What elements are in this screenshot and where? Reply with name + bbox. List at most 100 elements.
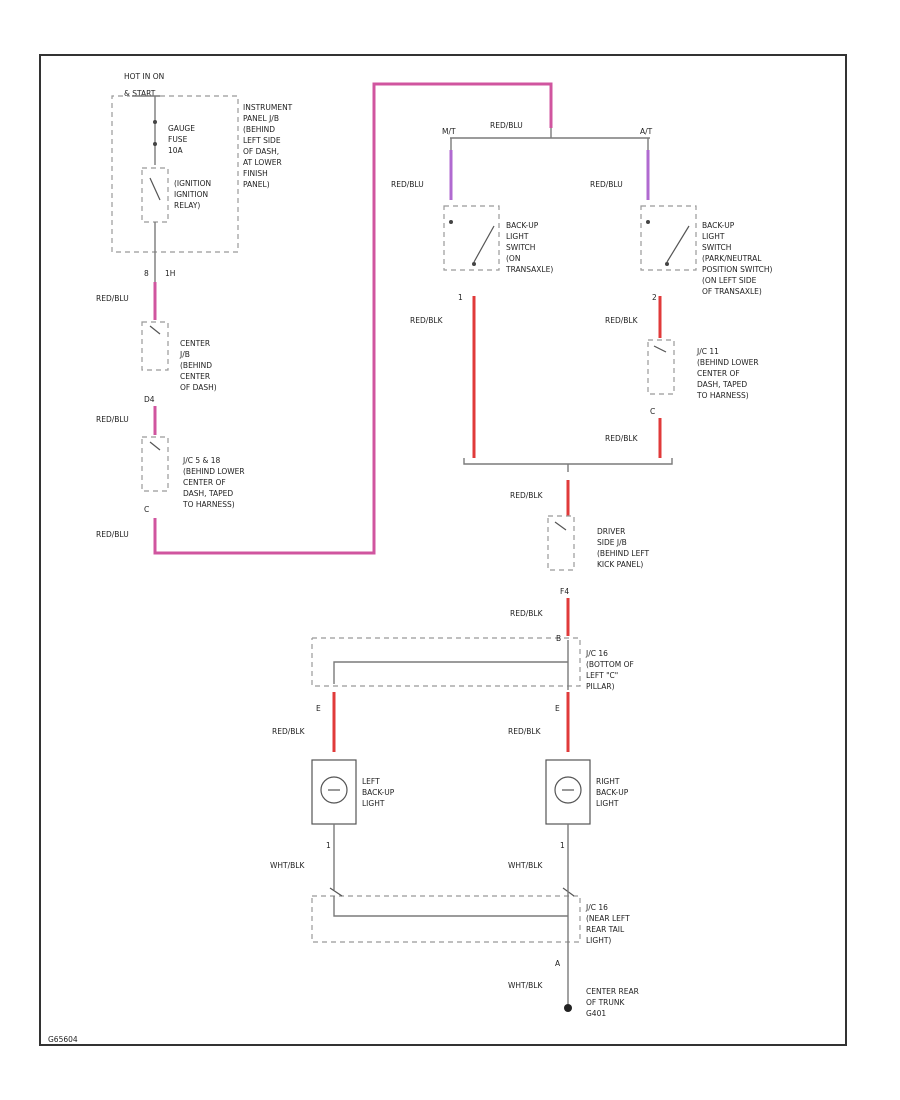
svg-text:CENTER: CENTER (180, 372, 210, 381)
pin-d4-label: D4 (144, 395, 155, 404)
svg-text:G401: G401 (586, 1009, 606, 1018)
svg-text:OF TRUNK: OF TRUNK (586, 998, 625, 1007)
svg-text:OF TRANSAXLE): OF TRANSAXLE) (702, 287, 762, 296)
jc16-bottom-label: J/C 16 (NEAR LEFT REAR TAIL LIGHT) (585, 903, 630, 945)
jc16-top-bus (333, 661, 568, 684)
pin-c-label: C (144, 505, 149, 514)
svg-text:TO HARNESS): TO HARNESS) (696, 391, 749, 400)
svg-text:DASH, TAPED: DASH, TAPED (183, 489, 233, 498)
at-pin-2-label: 2 (652, 293, 657, 302)
svg-text:SIDE J/B: SIDE J/B (597, 538, 627, 547)
svg-text:DASH, TAPED: DASH, TAPED (697, 380, 747, 389)
svg-text:J/C 16: J/C 16 (585, 903, 608, 912)
svg-text:LEFT SIDE: LEFT SIDE (243, 136, 281, 145)
svg-text:LIGHT): LIGHT) (586, 936, 611, 945)
mt-label: M/T (442, 127, 456, 136)
at-wire-red-blk-label-2: RED/BLK (605, 434, 639, 443)
svg-text:BACK-UP: BACK-UP (596, 788, 629, 797)
svg-text:TRANSAXLE): TRANSAXLE) (505, 265, 553, 274)
ground-label: CENTER REAR OF TRUNK G401 (586, 987, 639, 1018)
svg-text:(ON: (ON (506, 254, 520, 263)
svg-text:LEFT "C": LEFT "C" (586, 671, 618, 680)
svg-text:CENTER OF: CENTER OF (697, 369, 740, 378)
svg-text:POSITION SWITCH): POSITION SWITCH) (702, 265, 772, 274)
ignition-relay-label: (IGNITION IGNITION RELAY) (174, 179, 211, 210)
right-bulb (554, 776, 582, 804)
merge-bus (463, 458, 673, 465)
svg-text:J/C 5 & 18: J/C 5 & 18 (182, 456, 221, 465)
svg-text:DRIVER: DRIVER (597, 527, 625, 536)
at-wire-label: RED/BLU (590, 180, 623, 189)
right-backup-light-label: RIGHT BACK-UP LIGHT (596, 777, 629, 808)
wire-red-blk-center-label-1: RED/BLK (510, 491, 544, 500)
pin-a-label: A (555, 959, 561, 968)
wire-wht-blk-ground-label: WHT/BLK (508, 981, 543, 990)
driver-jb-box (547, 515, 575, 571)
svg-text:(BEHIND: (BEHIND (180, 361, 212, 370)
svg-text:LEFT: LEFT (362, 777, 380, 786)
ip-jb-box (111, 95, 239, 253)
svg-text:BACK-UP: BACK-UP (506, 221, 539, 230)
mt-wire-red-blk-label: RED/BLK (410, 316, 444, 325)
mt-switch-blade (473, 225, 495, 263)
svg-text:J/B: J/B (179, 350, 190, 359)
pin-1-left-label: 1 (326, 841, 331, 850)
svg-text:KICK PANEL): KICK PANEL) (597, 560, 643, 569)
svg-text:LIGHT: LIGHT (702, 232, 725, 241)
mt-switch-box (443, 205, 500, 271)
svg-text:TO HARNESS): TO HARNESS) (182, 500, 235, 509)
fuse-label: GAUGE FUSE 10A (168, 124, 195, 155)
svg-text:OF DASH): OF DASH) (180, 383, 217, 392)
at-switch-top-terminal (646, 220, 650, 224)
svg-text:AT LOWER: AT LOWER (243, 158, 282, 167)
wire-red-blu-main-run (153, 82, 553, 555)
wire-label-red-blu-1: RED/BLU (96, 294, 129, 303)
svg-text:(BEHIND: (BEHIND (243, 125, 275, 134)
svg-text:(BEHIND LEFT: (BEHIND LEFT (597, 549, 650, 558)
svg-text:10A: 10A (168, 146, 184, 155)
jc-5-18-label: J/C 5 & 18 (BEHIND LOWER CENTER OF DASH,… (182, 456, 245, 509)
svg-text:(BEHIND LOWER: (BEHIND LOWER (183, 467, 245, 476)
svg-text:CENTER REAR: CENTER REAR (586, 987, 639, 996)
svg-text:FINISH: FINISH (243, 169, 268, 178)
fuse-terminal-top (153, 120, 157, 124)
svg-text:(BEHIND LOWER: (BEHIND LOWER (697, 358, 759, 367)
at-pin-c-label: C (650, 407, 655, 416)
svg-text:SWITCH: SWITCH (702, 243, 731, 252)
svg-text:FUSE: FUSE (168, 135, 188, 144)
svg-text:OF DASH,: OF DASH, (243, 147, 279, 156)
pin-b-label: B (556, 634, 561, 643)
mt-switch-bottom-terminal (472, 262, 476, 266)
pin-f4-label: F4 (560, 587, 569, 596)
power-source-label-2: & START (124, 89, 156, 98)
pin-e-left-label: E (316, 704, 321, 713)
wire-label-red-blu-top: RED/BLU (490, 121, 523, 130)
mt-wire-label: RED/BLU (391, 180, 424, 189)
at-switch-label: BACK-UP LIGHT SWITCH (PARK/NEUTRAL POSIT… (702, 221, 772, 296)
center-jb-jumper (149, 325, 161, 335)
power-source-label: HOT IN ON (124, 72, 164, 81)
svg-text:(ON LEFT SIDE: (ON LEFT SIDE (702, 276, 757, 285)
jc-11-jumper (653, 345, 667, 353)
at-switch-bottom-terminal (665, 262, 669, 266)
svg-text:RELAY): RELAY) (174, 201, 200, 210)
left-backup-light (311, 759, 357, 825)
at-switch-box (640, 205, 697, 271)
jc-5-18-jumper (149, 441, 161, 451)
center-jb-label: CENTER J/B (BEHIND CENTER OF DASH) (179, 339, 217, 392)
svg-text:LIGHT: LIGHT (506, 232, 529, 241)
svg-text:INSTRUMENT: INSTRUMENT (243, 103, 293, 112)
pin-1-right-label: 1 (560, 841, 565, 850)
figure-code: G65604 (48, 1035, 78, 1044)
wire-red-blk-center-label-2: RED/BLK (510, 609, 544, 618)
jc16-bottom-box (311, 895, 581, 943)
pin-8-label: 8 (144, 269, 149, 278)
jc-11-label: J/C 11 (BEHIND LOWER CENTER OF DASH, TAP… (696, 347, 759, 400)
mt-switch-top-terminal (449, 220, 453, 224)
svg-text:IGNITION: IGNITION (174, 190, 208, 199)
at-label: A/T (640, 127, 653, 136)
svg-text:(PARK/NEUTRAL: (PARK/NEUTRAL (702, 254, 762, 263)
ip-jb-label: INSTRUMENT PANEL J/B (BEHIND LEFT SIDE O… (243, 103, 293, 189)
svg-text:PILLAR): PILLAR) (586, 682, 615, 691)
